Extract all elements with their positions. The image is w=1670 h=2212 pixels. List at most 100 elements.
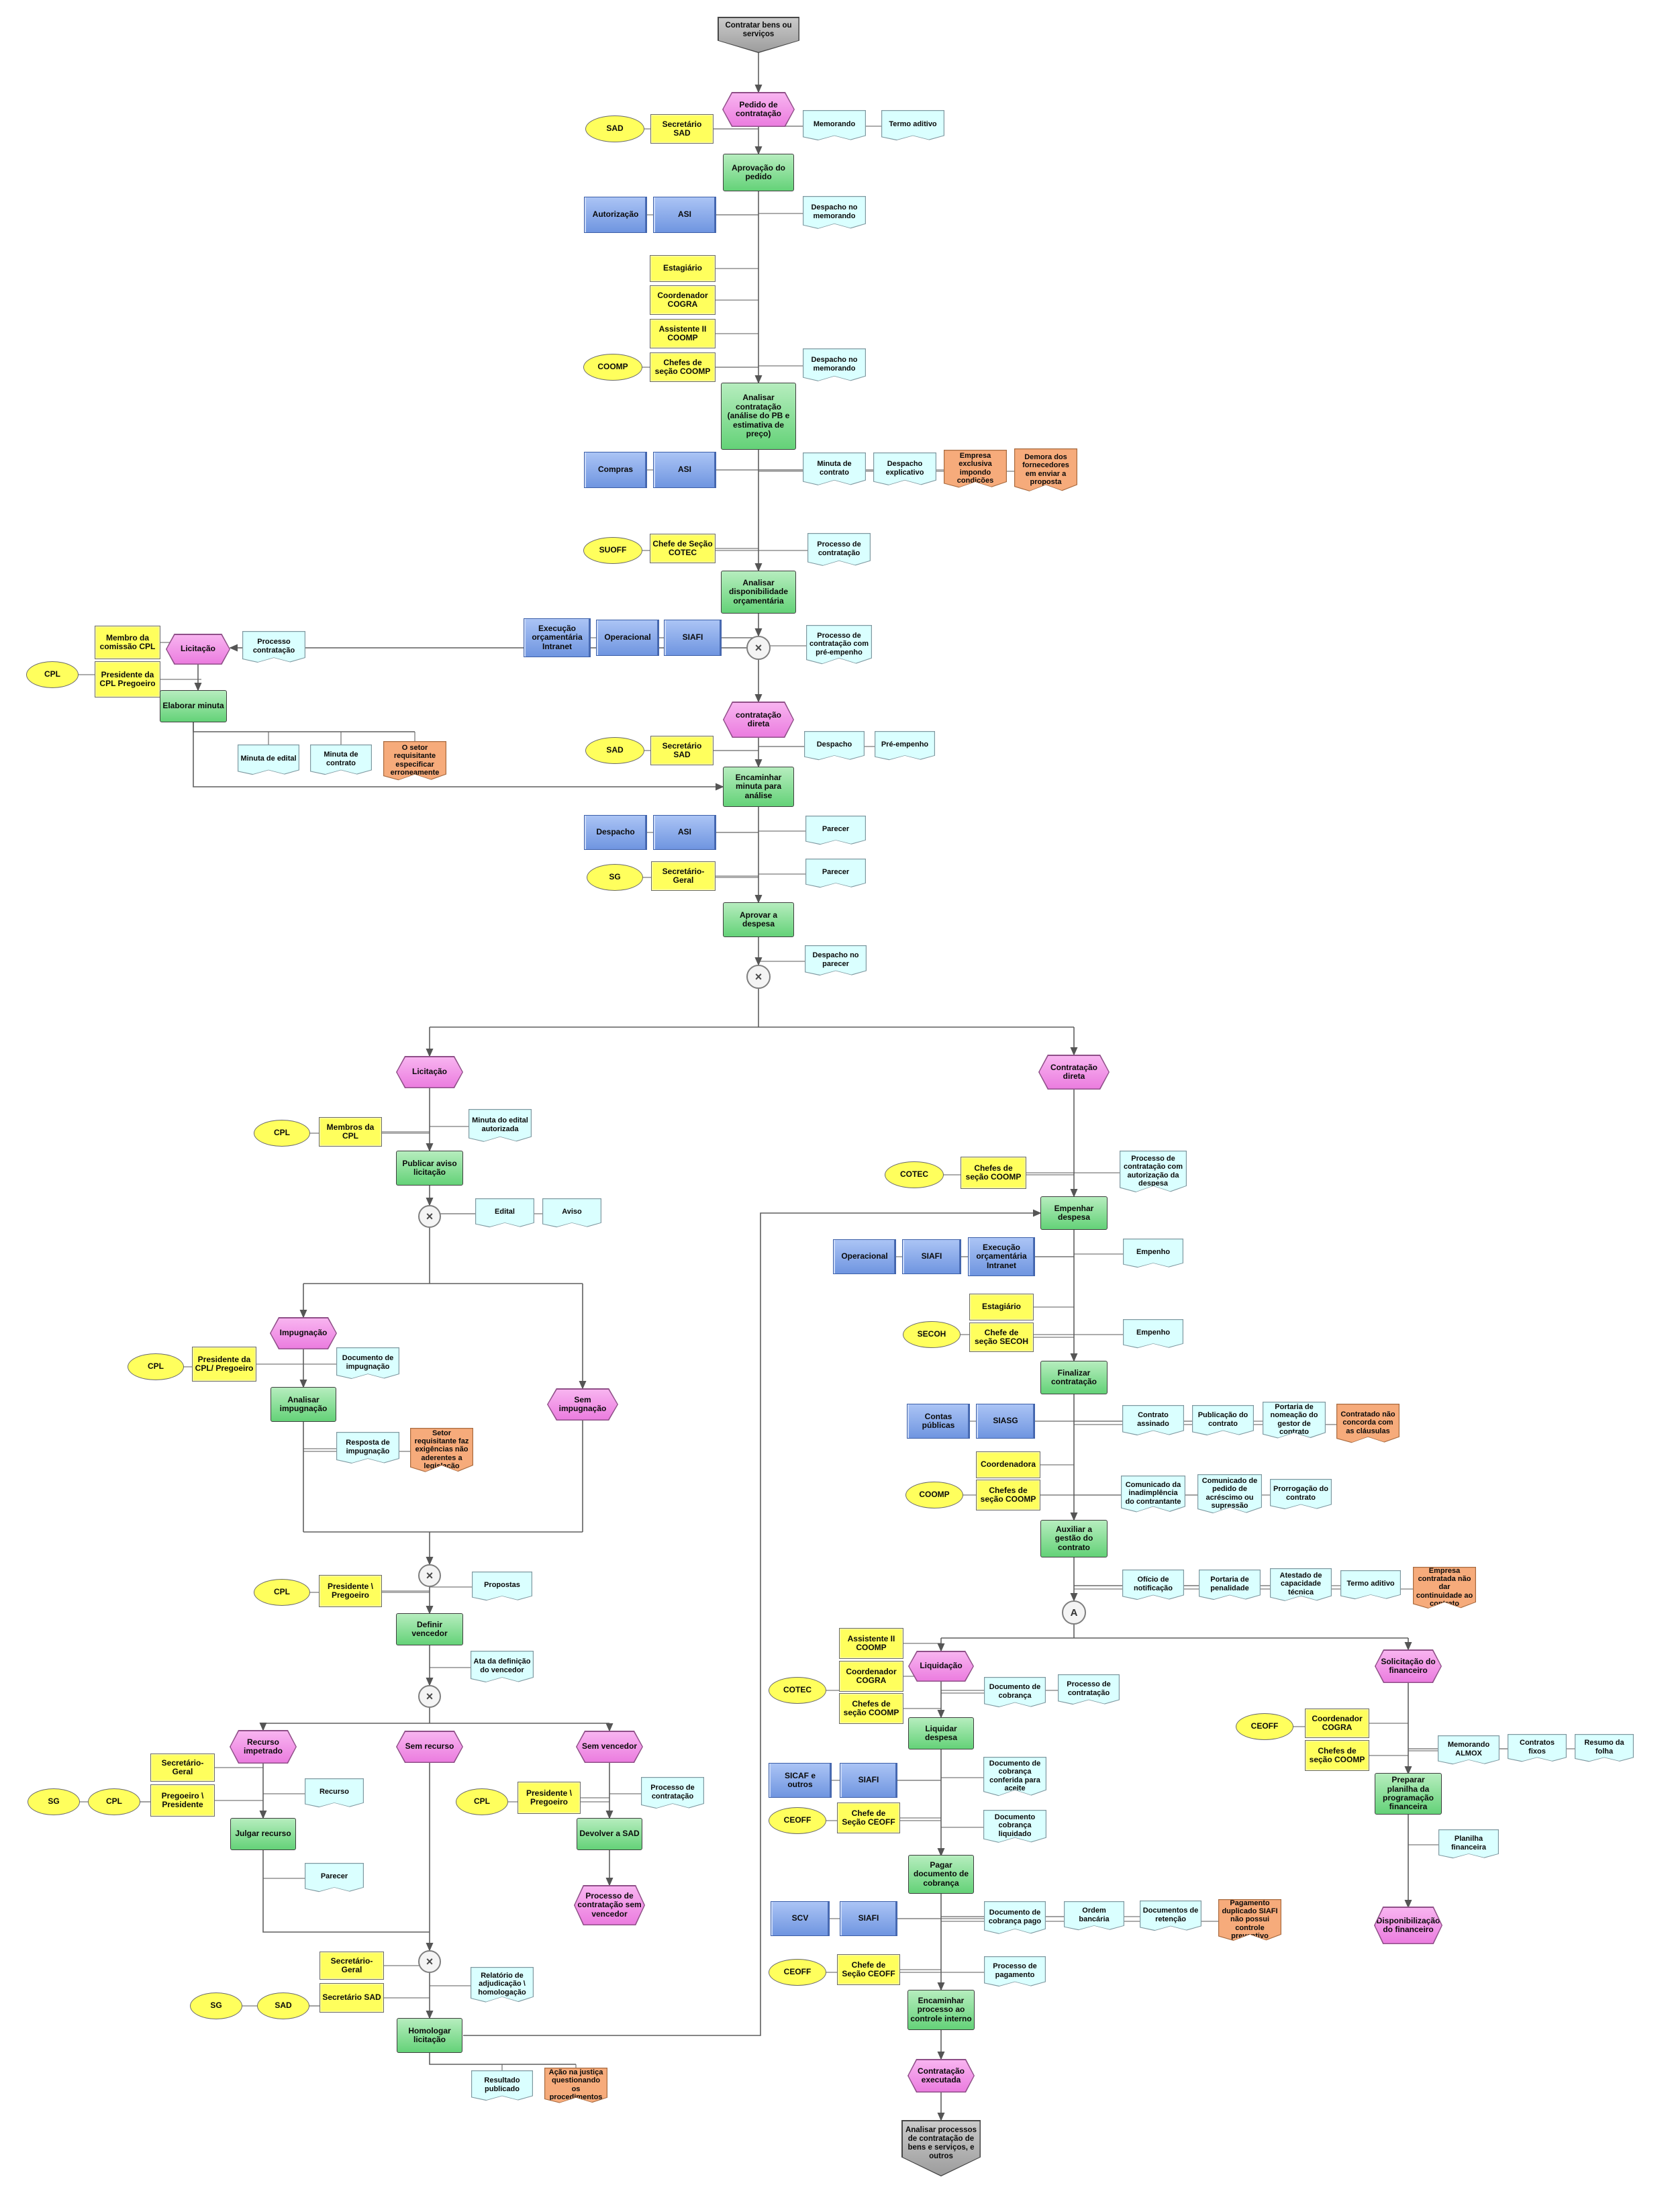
system-compras: Compras (584, 452, 647, 488)
doc-parecer-2: Parecer (805, 859, 866, 888)
role-membros-cpl-shape: Membros da CPL (319, 1117, 382, 1147)
system-siafi-1: SIAFI (664, 620, 722, 656)
gateway-a-label: A (1070, 1606, 1078, 1619)
doc-edital-label: Edital (495, 1208, 515, 1216)
doc-despacho-parecer-label: Despacho no parecer (812, 951, 859, 968)
task-definir-vencedor-shape: Definir vencedor (396, 1613, 463, 1645)
actor-cpl-4-label: CPL (274, 1587, 290, 1597)
role-secretario-sad-1: Secretário SAD (650, 114, 714, 144)
doc-processo-pre-empenho-shape: Processo de contratação com pré-empenho (807, 626, 871, 664)
system-contas-publicas-shape: Contas públicas (907, 1404, 970, 1439)
event-sem-vencedor-label: Sem vencedor (581, 1741, 638, 1751)
system-scv-label: SCV (791, 1913, 809, 1923)
role-membro-comissao-cpl-shape: Membro da comissão CPL (95, 626, 160, 659)
doc-parecer-2-label: Parecer (822, 868, 850, 877)
doc-processo-contratacao-4: Processo de contratação (1058, 1674, 1120, 1705)
actor-sg-1-label: SG (609, 872, 621, 882)
gateway-x-6: × (418, 1950, 441, 1973)
doc-processo-contratacao-3-shape: Processo de contratação (642, 1778, 703, 1808)
role-assistente-ii-coomp-1-label: Assistente II COOMP (658, 324, 707, 342)
doc-termo-aditivo-1: Termo aditivo (881, 110, 944, 141)
actor-cotec-2: COTEC (769, 1677, 826, 1704)
doc-cobranca-liquidado-shape: Documento cobrança liquidado (984, 1811, 1046, 1842)
actor-sad-1-shape: SAD (585, 115, 644, 142)
task-encaminhar-minuta-label: Encaminhar minuta para análise (735, 772, 782, 800)
system-asi-1: ASI (653, 197, 716, 233)
doc-oficio-notificacao-label: Ofício de notificação (1133, 1576, 1173, 1592)
task-aprovar-despesa-label: Aprovar a despesa (739, 910, 778, 928)
risk-empresa-nao-continuidade-label: Empresa contratada não dar continuidade … (1416, 1568, 1473, 1608)
doc-termo-aditivo-1-shape: Termo aditivo (882, 111, 944, 140)
doc-portaria-nomeacao-label: Portaria de nomeação do gestor de contra… (1270, 1402, 1318, 1436)
system-siafi-1-label: SIAFI (682, 632, 703, 642)
actor-cpl-6: CPL (456, 1788, 508, 1815)
doc-relatorio-adjudicacao-label: Relatório de adjudicação \ homologação (478, 1972, 526, 1997)
doc-memorando-shape: Memorando (803, 111, 865, 140)
event-processo-sem-vencedor-label: Processo de contratação sem vencedor (577, 1890, 642, 1919)
task-homologar-licitacao-label: Homologar licitação (408, 2025, 451, 2044)
role-chefes-secao-coomp-2: Chefes de seção COOMP (961, 1157, 1026, 1189)
event-contratacao-direta-2-shape: Contratação direta (1039, 1055, 1109, 1089)
doc-processo-contratacao-2: Processo contratação (242, 631, 305, 663)
doc-resumo-folha: Resumo da folha (1575, 1734, 1634, 1762)
actor-ceoff-2-label: CEOFF (783, 1967, 812, 1977)
event-recurso-impetrado-shape: Recurso impetrado (230, 1731, 296, 1763)
doc-documento-cobranca-label: Documento de cobrança (989, 1683, 1041, 1700)
role-coordenador-cogra-2-shape: Coordenador COGRA (839, 1661, 903, 1692)
risk-contratado-nao-concorda: Contratado não concorda com as cláusulas (1336, 1404, 1399, 1443)
actor-cpl-3: CPL (128, 1353, 184, 1380)
event-sem-recurso: Sem recurso (396, 1731, 463, 1763)
system-operacional-2: Operacional (833, 1239, 896, 1274)
actor-secoh-label: SECOH (917, 1329, 946, 1339)
role-presidente-cpl-pregoeiro-2: Presidente da CPL/ Pregoeiro (192, 1347, 256, 1382)
role-coordenadora-label: Coordenadora (980, 1459, 1036, 1470)
gateway-x-5-shape: × (418, 1685, 441, 1708)
actor-ceoff-3: CEOFF (1236, 1713, 1293, 1740)
risk-setor-especificar-erroneamente-shape: O setor requisitante especificar erronea… (384, 742, 446, 780)
role-chefes-secao-coomp-2-shape: Chefes de seção COOMP (961, 1157, 1026, 1189)
role-coordenadora-shape: Coordenadora (976, 1451, 1040, 1478)
doc-parecer-1-label: Parecer (822, 825, 850, 834)
doc-processo-contratacao-4-label: Processo de contratação (1067, 1680, 1111, 1697)
system-siafi-4-label: SIAFI (858, 1913, 879, 1923)
system-siafi-2-shape: SIAFI (902, 1239, 961, 1274)
role-presidente-pregoeiro-2-shape: Presidente \ Pregoeiro (518, 1782, 581, 1814)
doc-aviso-shape: Aviso (543, 1199, 601, 1227)
task-liquidar-despesa-shape: Liquidar despesa (908, 1717, 974, 1749)
doc-documento-impugnacao-shape: Documento de impugnação (337, 1348, 399, 1378)
system-scv: SCV (771, 1901, 830, 1936)
event-licitacao-2-label: Licitação (411, 1067, 448, 1077)
role-presidente-cpl-pregoeiro-1-shape: Presidente da CPL Pregoeiro (95, 661, 160, 698)
event-contratacao-direta-2: Contratação direta (1038, 1055, 1110, 1090)
gateway-x-3-shape: × (418, 1205, 441, 1228)
doc-memorando-almox: Memorando ALMOX (1438, 1735, 1500, 1765)
doc-aviso-label: Aviso (562, 1208, 582, 1216)
risk-pagamento-duplicado: Pagamento duplicado SIAFI não possui con… (1218, 1899, 1281, 1941)
doc-planilha-financeira: Planilha financeira (1438, 1829, 1499, 1859)
task-encaminhar-minuta: Encaminhar minuta para análise (723, 767, 794, 807)
actor-coomp-1: COOMP (583, 354, 642, 381)
doc-documentos-retencao: Documentos de retenção (1140, 1901, 1201, 1931)
risk-empresa-exclusiva-shape: Empresa exclusiva impondo condições (944, 450, 1006, 487)
role-membros-cpl: Membros da CPL (319, 1117, 382, 1147)
actor-suoff-shape: SUOFF (583, 537, 642, 564)
system-autorizacao: Autorização (584, 197, 647, 233)
actor-secoh: SECOH (903, 1321, 961, 1348)
task-homologar-licitacao: Homologar licitação (397, 2018, 462, 2053)
doc-pre-empenho-label: Pré-empenho (881, 740, 929, 749)
event-licitacao-2-shape: Licitação (397, 1057, 462, 1088)
risk-acao-justica-label: Ação na justiça questionando os procedim… (548, 2068, 603, 2101)
doc-cobranca-conferida-shape: Documento de cobrança conferida para ace… (984, 1758, 1046, 1796)
doc-ordem-bancaria-label: Ordem bancária (1079, 1907, 1110, 1923)
actor-sad-3: SAD (257, 1992, 309, 2019)
event-solicitacao-financeiro: Solicitação do financeiro (1375, 1649, 1442, 1683)
system-siafi-1-shape: SIAFI (664, 620, 722, 656)
task-finalizar-contratacao: Finalizar contratação (1040, 1361, 1108, 1394)
gateway-x-3: × (418, 1205, 441, 1228)
system-asi-3-shape: ASI (653, 815, 716, 850)
doc-empenho-2: Empenho (1123, 1319, 1183, 1349)
actor-cpl-6-label: CPL (474, 1796, 490, 1807)
gateway-x-4: × (418, 1564, 441, 1587)
doc-resumo-folha-label: Resumo da folha (1584, 1739, 1624, 1756)
